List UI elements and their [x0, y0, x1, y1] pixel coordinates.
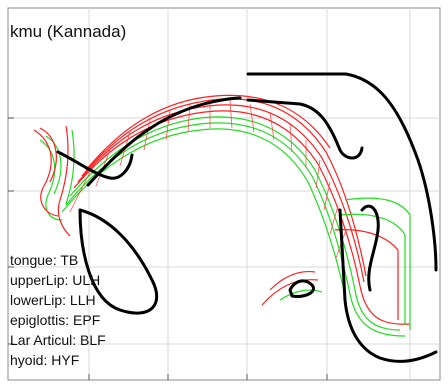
legend-item-epiglottis: epiglottis: EPF	[10, 312, 101, 328]
axis-ticks	[8, 117, 328, 380]
legend-item-larynx: Lar Articul: BLF	[10, 332, 106, 348]
plot-title: kmu (Kannada)	[10, 22, 127, 41]
articulator-legend: tongue: TB upperLip: ULH lowerLip: LLH e…	[10, 250, 106, 370]
legend-item-tongue: tongue: TB	[10, 252, 79, 268]
larynx-traces	[261, 197, 411, 330]
vocal-tract-outline	[56, 72, 438, 363]
lip-traces	[33, 125, 75, 237]
legend-item-upper-lip: upperLip: ULH	[10, 272, 101, 288]
plot-frame	[7, 7, 441, 381]
legend-item-lower-lip: lowerLip: LLH	[10, 292, 96, 308]
tongue-traces	[61, 94, 411, 337]
legend-item-hyoid: hyoid: HYF	[10, 352, 80, 368]
